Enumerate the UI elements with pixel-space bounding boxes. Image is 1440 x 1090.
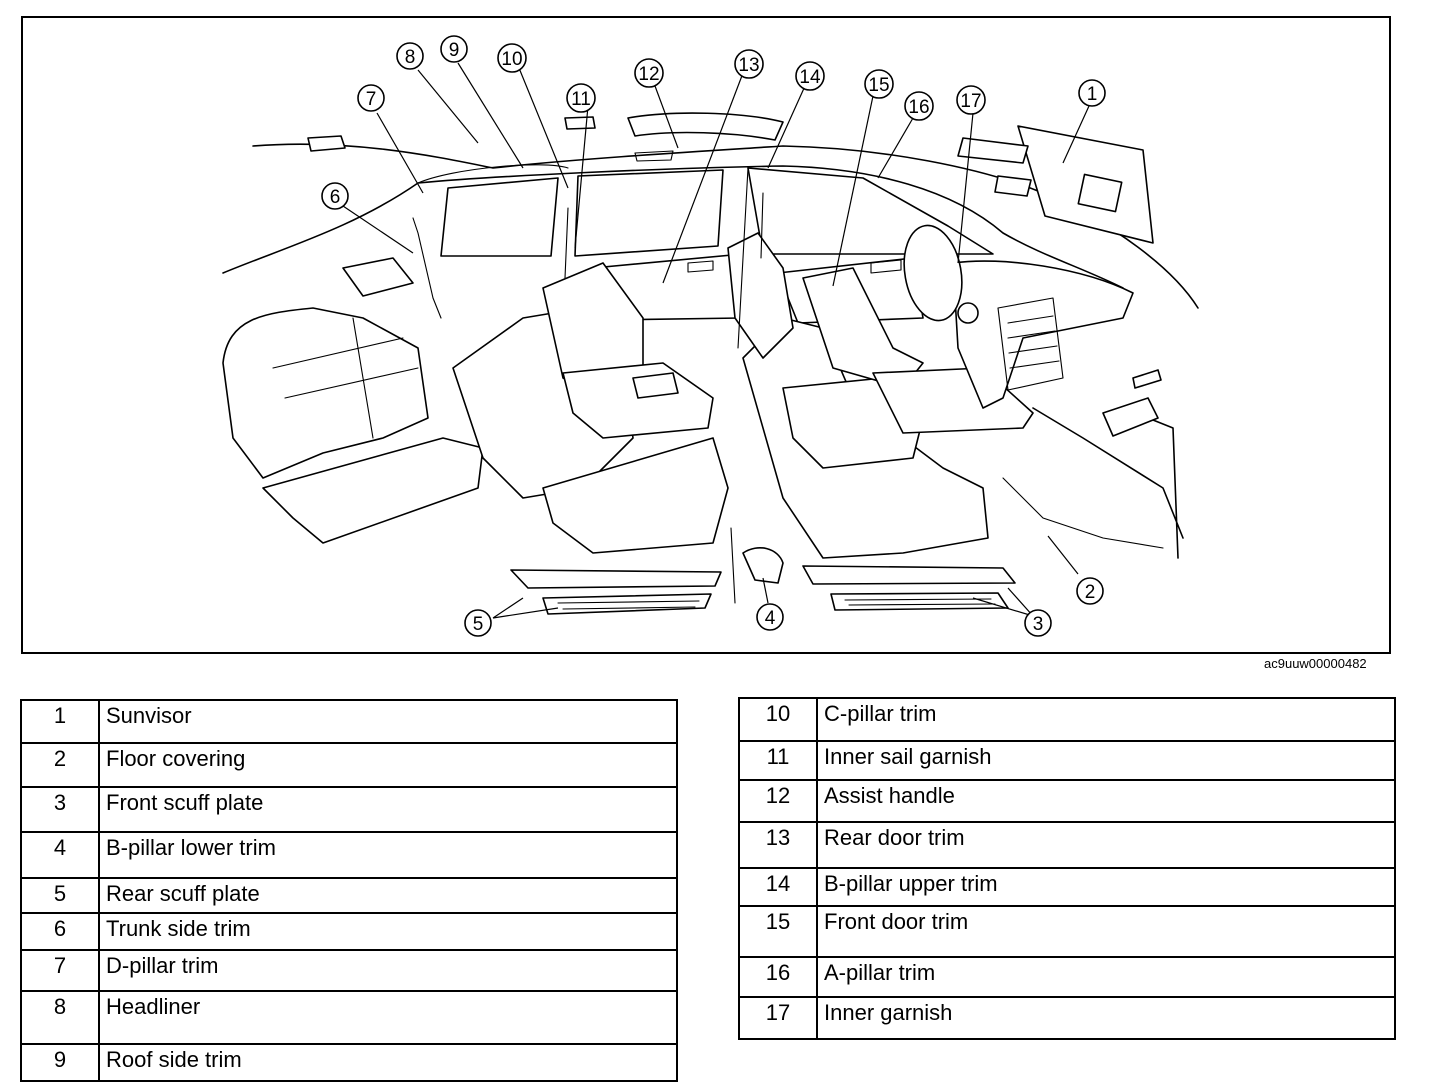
svg-text:15: 15 xyxy=(868,75,889,96)
callout-4: 4 xyxy=(756,603,784,631)
svg-text:4: 4 xyxy=(765,608,776,629)
svg-text:16: 16 xyxy=(908,97,929,118)
rear-quarter-window xyxy=(440,177,559,257)
callout-11: 11 xyxy=(566,83,596,113)
callout-16: 16 xyxy=(904,91,934,121)
floor-covering xyxy=(1002,477,1164,549)
svg-text:13: 13 xyxy=(738,55,759,76)
callout-7: 7 xyxy=(357,84,385,112)
callout-17: 17 xyxy=(956,85,986,115)
callout-12: 12 xyxy=(634,58,664,88)
headliner-edge xyxy=(222,165,1124,289)
vehicle-interior-illustration: 1 2 3 4 5 6 7 8 9 10 11 12 13 14 15 16 1… xyxy=(222,35,1199,637)
interior-trim-diagram: 1 2 3 4 5 6 7 8 9 10 11 12 13 14 15 16 1… xyxy=(21,16,1391,654)
callout-15: 15 xyxy=(864,69,894,99)
front-scuff-plate xyxy=(802,565,1016,585)
steering-wheel xyxy=(903,224,963,322)
svg-text:12: 12 xyxy=(638,64,659,85)
assist-handle xyxy=(627,112,784,141)
svg-text:1: 1 xyxy=(1087,84,1098,105)
svg-text:14: 14 xyxy=(799,67,821,88)
svg-text:11: 11 xyxy=(571,89,591,110)
seat-belt xyxy=(412,217,442,319)
rear-scuff-plate xyxy=(510,569,722,589)
svg-text:9: 9 xyxy=(449,40,460,61)
front-door-window xyxy=(747,167,994,255)
svg-text:7: 7 xyxy=(366,89,377,110)
callout-2: 2 xyxy=(1076,577,1104,605)
svg-text:6: 6 xyxy=(330,187,341,208)
svg-text:3: 3 xyxy=(1033,614,1044,635)
figure-code: ac9uuw00000482 xyxy=(1264,656,1367,671)
svg-text:8: 8 xyxy=(405,47,416,68)
b-pillar-lower-trim xyxy=(742,547,784,584)
overhead-console xyxy=(957,137,1029,164)
callout-14: 14 xyxy=(795,61,825,91)
front-door-panel xyxy=(777,257,924,324)
callout-9: 9 xyxy=(440,35,468,63)
callout-5: 5 xyxy=(464,609,492,637)
callout-6: 6 xyxy=(321,182,349,210)
svg-text:2: 2 xyxy=(1085,582,1096,603)
svg-text:5: 5 xyxy=(473,614,484,635)
rear-door-window xyxy=(574,169,724,257)
instrument-panel xyxy=(952,260,1134,409)
callout-10: 10 xyxy=(497,43,527,73)
callout-8: 8 xyxy=(396,42,424,70)
callout-13: 13 xyxy=(734,49,764,79)
third-row-seat xyxy=(222,307,429,479)
callout-1: 1 xyxy=(1078,79,1106,107)
svg-text:17: 17 xyxy=(960,91,981,112)
callout-3: 3 xyxy=(1024,609,1052,637)
svg-text:10: 10 xyxy=(501,49,522,70)
